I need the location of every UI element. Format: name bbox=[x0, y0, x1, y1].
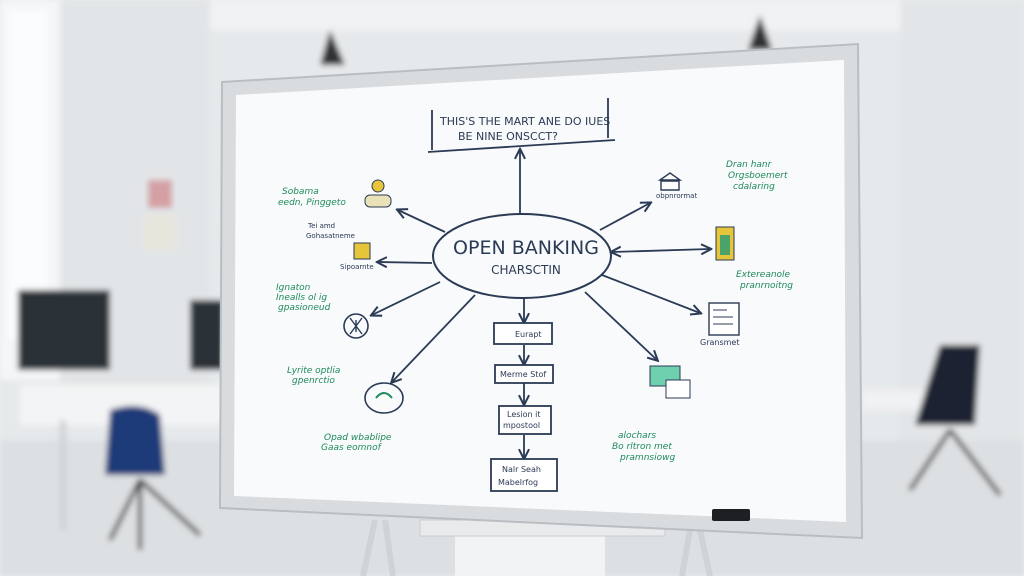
center-title: OPEN BANKING bbox=[453, 237, 599, 259]
green-note: pranrnoitng bbox=[739, 281, 793, 291]
flow-chart: Eurapt Merme Stof Lesion it mpostool Nal… bbox=[490, 322, 558, 492]
green-note: gpasioneud bbox=[278, 303, 331, 313]
green-note: alochars bbox=[618, 431, 656, 441]
green-notes: Sobama eedn, Pinggeto Ignaton Inealls ol… bbox=[276, 160, 793, 463]
flow-box-3-label-2: mpostool bbox=[503, 421, 540, 430]
flow-box-3-label-1: Lesion it bbox=[507, 410, 541, 419]
tool-circle-icon bbox=[343, 313, 369, 339]
office-chair bbox=[105, 406, 165, 475]
building-document-icon bbox=[708, 302, 740, 336]
flow-box-2 bbox=[494, 364, 554, 384]
top-note-line-2: BE NINE ONSCCT? bbox=[458, 130, 558, 143]
label-bank: obpnrormat bbox=[656, 192, 697, 200]
green-note: pramnsiowg bbox=[619, 453, 675, 463]
ceiling-lamp bbox=[320, 30, 345, 65]
bank-icon bbox=[657, 172, 683, 191]
green-note: Bo rltron met bbox=[612, 442, 672, 452]
green-note: cdalaring bbox=[733, 182, 775, 192]
top-question-note: THIS'S THE MART ANE DO IUES BE NINE ONSC… bbox=[427, 98, 616, 153]
yellow-square-icon bbox=[353, 242, 371, 260]
monitor bbox=[18, 290, 110, 370]
center-subtitle: CHARSCTIN bbox=[491, 263, 561, 277]
person-icon bbox=[364, 179, 392, 208]
green-note: Dran hanr bbox=[726, 160, 773, 170]
green-note: gpenrctio bbox=[292, 376, 335, 386]
green-note: Ignaton bbox=[276, 283, 311, 293]
whiteboard-stand bbox=[360, 519, 713, 576]
green-note: Opad wbablipe bbox=[324, 433, 392, 443]
top-note-line-1: THIS'S THE MART ANE DO IUES bbox=[439, 115, 610, 128]
flow-box-4-label-2: Mabelrfog bbox=[498, 478, 538, 487]
cards-icon bbox=[649, 365, 691, 399]
flow-box-3 bbox=[498, 405, 552, 435]
label-building: Gransmet bbox=[700, 338, 739, 347]
eraser[interactable] bbox=[712, 509, 750, 521]
green-note: Sobama bbox=[282, 187, 319, 197]
label-note-a: Tei amd bbox=[307, 222, 335, 230]
plant-circle-icon bbox=[364, 382, 404, 414]
central-node: OPEN BANKING CHARSCTIN bbox=[432, 213, 612, 299]
office-chair-right bbox=[915, 345, 980, 425]
phone-terminal-icon bbox=[715, 226, 735, 261]
wall-poster bbox=[148, 180, 172, 208]
flow-box-4-label-1: Nalr Seah bbox=[502, 465, 541, 474]
green-note: Lyrite optlia bbox=[287, 366, 340, 376]
whiteboard-surface bbox=[234, 60, 846, 522]
flow-box-4 bbox=[490, 458, 558, 492]
flow-box-2-label: Merme Stof bbox=[500, 370, 546, 379]
label-note-b: Gohasatneme bbox=[306, 232, 355, 240]
label-signature: Sipoarnte bbox=[340, 263, 374, 271]
connector-arrows bbox=[372, 150, 710, 458]
green-note: Extereanole bbox=[736, 270, 791, 280]
green-note: Gaas eomnof bbox=[321, 443, 383, 453]
green-note: eedn, Pinggeto bbox=[278, 198, 346, 208]
flow-box-1-label: Eurapt bbox=[515, 330, 542, 339]
icon-labels: Sipoarnte obpnrormat Gransmet Tei amd Go… bbox=[306, 192, 739, 347]
green-note: Inealls ol ig bbox=[276, 293, 327, 303]
flow-box-1 bbox=[493, 322, 553, 345]
green-note: Orgsboemert bbox=[728, 171, 788, 181]
